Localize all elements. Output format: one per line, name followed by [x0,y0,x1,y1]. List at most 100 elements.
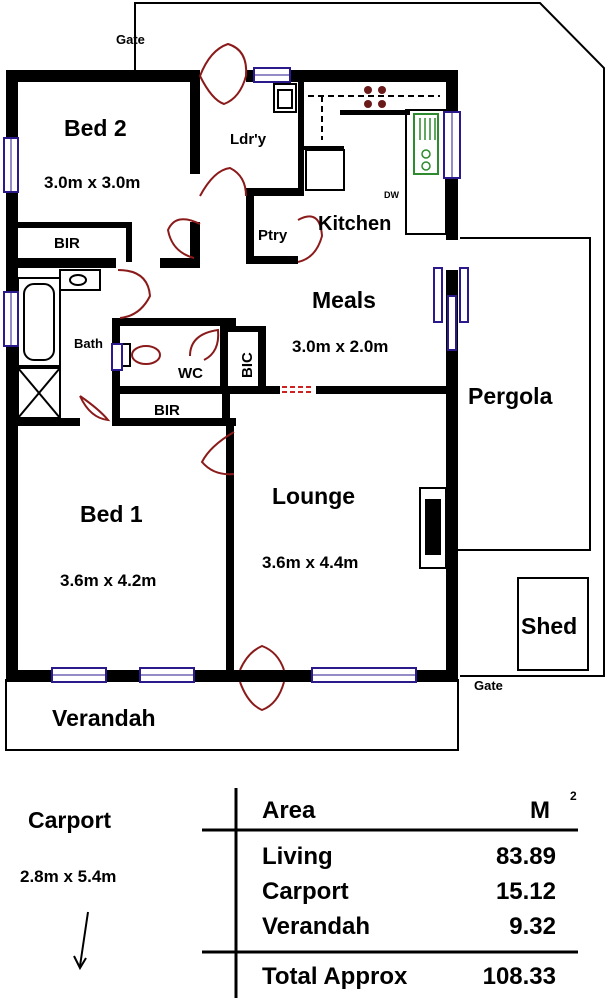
wall-bic-right [258,326,266,388]
laundry-trough-icon [273,83,297,113]
shower [17,367,61,419]
room-name-carport: Carport [28,807,111,833]
door-laundry [199,166,247,197]
area-table-header-label: Area [262,797,316,824]
room-name-bed2: Bed 2 [64,115,127,141]
gate-label-top: Gate [116,32,145,47]
room-dims-lounge: 3.6m x 4.4m [262,553,358,572]
shower-cross-b [17,367,61,419]
room-dims-bed2: 3.0m x 3.0m [44,173,140,192]
window-meals-slider-a [433,267,443,323]
wall-bed2-right [190,70,200,174]
sink-icon [413,113,439,175]
wall-bic-left [220,326,228,388]
room-name-bir-top: BIR [54,235,80,252]
wall-outer-right-mid [446,270,458,682]
sink-lines [419,118,436,171]
wall-fridge-box [304,146,344,150]
wall-pantry-bottom [246,256,298,264]
door-bed1 [200,431,235,476]
room-name-laundry: Ldr'y [230,131,267,148]
area-row-value: 83.89 [496,843,556,870]
area-total-value: 108.33 [483,963,556,990]
wall-meals-lounge-left [226,386,280,394]
wall-bed2-right-low [190,222,200,268]
room-name-shed: Shed [521,613,577,639]
room-name-kitchen: Kitchen [318,213,391,235]
wall-meals-lounge-right [316,386,452,394]
windows [3,67,469,683]
area-table-lines [202,788,578,998]
walls [6,70,458,682]
wall-pantry-left [246,196,254,262]
area-total-label: Total Approx [262,963,408,990]
area-row-value: 9.32 [509,913,556,940]
room-name-bath: Bath [74,336,103,351]
door-lounge-front-b [239,681,285,712]
meals-lounge-divider [282,386,314,393]
door-front-gate [199,42,248,77]
vanity [59,269,101,291]
gate-label-right: Gate [474,678,503,693]
area-row-value: 15.12 [496,878,556,905]
door-bath [117,269,152,319]
door-wc [189,328,220,361]
doors [79,42,324,712]
area-table-header-unit-sup: 2 [570,789,577,803]
window-center-lines [10,74,453,676]
room-dims-bed1: 3.6m x 4.2m [60,571,156,590]
door-bath-lower [79,395,111,422]
kitchen-bench [405,109,447,235]
room-name-pergola: Pergola [468,383,553,409]
shed-outline [517,577,589,671]
toilet-icon [131,345,161,365]
wall-bed1-top-left [6,418,80,426]
room-name-verandah: Verandah [52,705,156,731]
area-row-label: Carport [262,878,349,905]
room-name-bir-mid: BIR [154,402,180,419]
cooktop-icon [308,86,440,140]
wall-bed1-lounge [226,426,234,670]
wall-bed2-bottom [6,258,116,268]
pergola-outline [458,237,591,551]
door-bed2 [166,218,201,259]
fireplace-inner [425,499,441,555]
wall-wc-bottom [112,386,236,394]
laundry-trough-inner [277,89,293,109]
yard-boundary [134,2,605,677]
room-name-pantry: Ptry [258,227,288,244]
room-dims-carport: 2.8m x 5.4m [20,867,116,886]
wall-bed1-top-right [112,418,236,426]
room-name-lounge: Lounge [272,483,355,509]
wall-laundry-right [298,82,304,194]
room-name-bed1: Bed 1 [80,501,143,527]
basin-icon [69,274,87,286]
window-meals-slider-c [459,267,469,323]
wall-outer-top-left [6,70,200,82]
room-labels: Bed 2 3.0m x 3.0m Ldr'y Kitchen DW Ptry … [20,32,577,886]
room-dims-meals: 3.0m x 2.0m [292,337,388,356]
wall-outer-top-right [246,70,458,82]
wall-laundry-bottom [246,188,304,196]
door-lounge-front [239,644,285,671]
wall-bed2-bottom-right [160,258,200,268]
area-table: Area M 2 Living 83.89 Carport 15.12 Vera… [202,788,578,998]
room-name-wc: WC [178,365,203,382]
carport-arrow-icon [73,911,89,971]
appliance-dw-label: DW [384,190,399,200]
wall-bic-top [220,326,266,332]
fridge-recess [305,149,345,191]
wall-bir-top-top [14,222,132,228]
wall-bir-mid-right [222,394,230,426]
wall-kitchen-bench-top [340,110,410,115]
area-row-label: Living [262,843,333,870]
area-table-header-unit: M [530,797,550,824]
wall-bir-top-right [126,222,132,262]
window-wc [111,343,123,371]
window-meals-slider-b [447,295,457,351]
wall-wc-top [112,318,236,326]
bathtub-inner [23,283,55,361]
fireplace-icon [419,487,447,569]
room-name-bic: BIC [239,352,256,378]
